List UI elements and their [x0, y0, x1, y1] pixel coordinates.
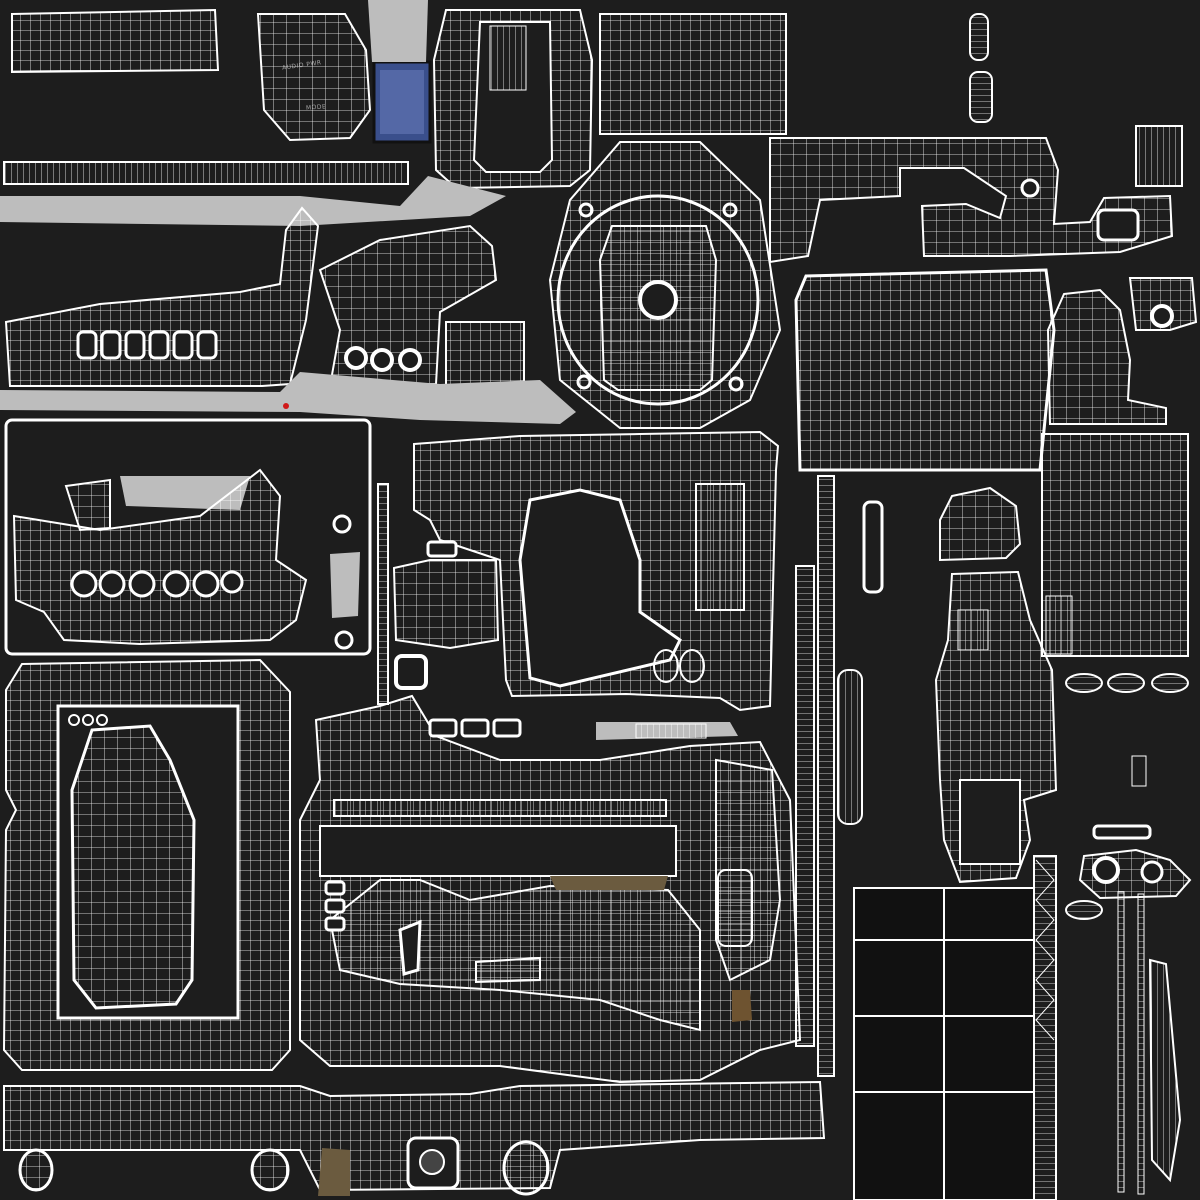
- bumper-strip-bottom: [3, 1080, 826, 1196]
- pill-row-right: [1065, 673, 1189, 693]
- shell-top-left-patch: [11, 8, 220, 74]
- headliner-panel: [794, 268, 1056, 472]
- radio-panel-shell: [256, 13, 372, 142]
- right-grid-block: [1041, 433, 1189, 657]
- console-frame-upper: [318, 224, 525, 388]
- seat-outline-right: [934, 486, 1058, 884]
- vertical-strips: [377, 475, 835, 1077]
- gray-band-top: [0, 176, 506, 226]
- gauge-cluster-ring: [548, 141, 782, 429]
- vent-tabs-top-right: [969, 13, 993, 123]
- mirror-mount: [1046, 277, 1198, 425]
- door-trim-lower-left: [2, 658, 291, 1071]
- switch-cluster-bottom-right: [1065, 755, 1192, 1195]
- dash-bracket-top-right: [769, 125, 1183, 264]
- mode-label: MODE: [305, 103, 327, 112]
- knob-cluster: [392, 540, 500, 690]
- red-marker-dot: [283, 403, 289, 409]
- door-panel-box: [4, 418, 372, 656]
- switch-row: [76, 330, 218, 360]
- dashboard-main-lower: [299, 694, 802, 1084]
- instrument-panel-left: [4, 206, 320, 387]
- long-strip-top: [3, 161, 409, 185]
- black-tile-grid: [853, 855, 1057, 1200]
- thin-tab-center-right: [837, 500, 884, 825]
- center-console-frame: [413, 430, 780, 712]
- gear-shifter-boot: [432, 9, 594, 190]
- grid-block-top-center: [599, 13, 787, 135]
- vent-row-center: [428, 718, 738, 740]
- blue-sticker-panel: [368, 0, 432, 144]
- gray-band-middle: [0, 372, 576, 424]
- speaker-grilles: [70, 570, 244, 598]
